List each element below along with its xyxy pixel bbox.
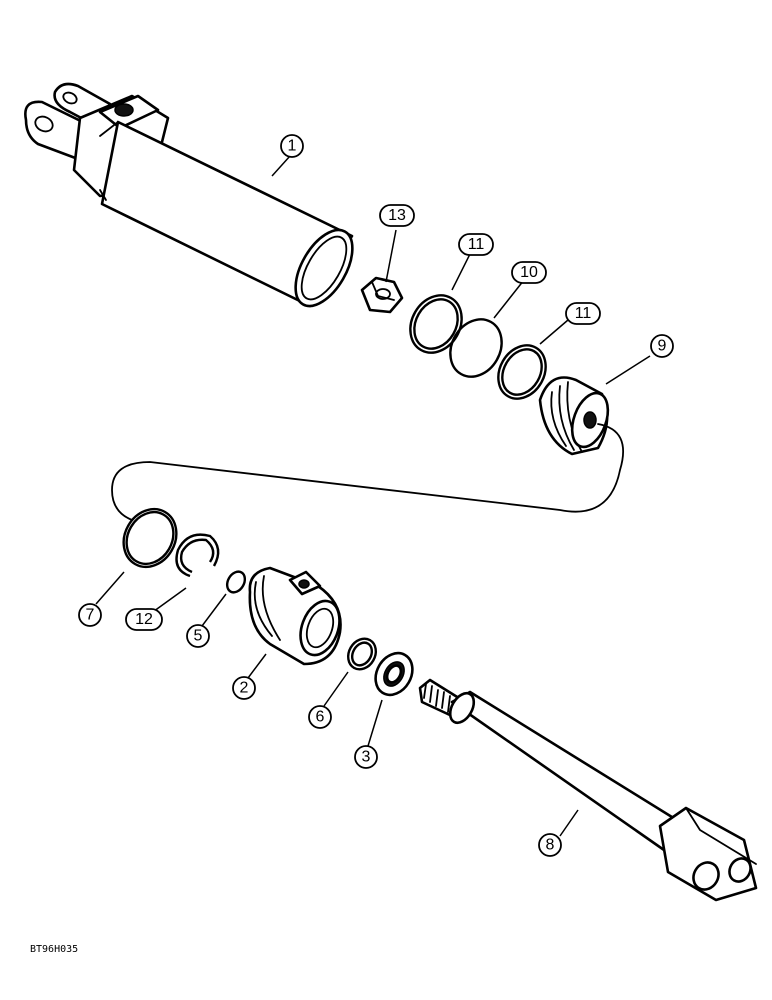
callout-7: 7 bbox=[78, 603, 102, 627]
callout-11-lower: 11 bbox=[565, 302, 601, 325]
callout-9: 9 bbox=[650, 334, 674, 358]
svg-text:8: 8 bbox=[546, 837, 555, 854]
assembly-path-line bbox=[111, 423, 624, 521]
svg-text:1: 1 bbox=[288, 138, 297, 155]
svg-text:2: 2 bbox=[240, 680, 249, 697]
gland-head bbox=[248, 566, 342, 666]
backup-ring-upper bbox=[409, 294, 463, 354]
piston-rod bbox=[418, 678, 758, 902]
backup-ring-lower bbox=[497, 344, 547, 400]
svg-text:10: 10 bbox=[520, 264, 538, 281]
cylinder-barrel bbox=[24, 82, 354, 308]
retaining-ring bbox=[122, 507, 178, 569]
piston bbox=[538, 376, 610, 456]
svg-text:6: 6 bbox=[316, 709, 325, 726]
svg-text:5: 5 bbox=[194, 628, 203, 645]
svg-text:11: 11 bbox=[575, 305, 592, 322]
rod-seal bbox=[374, 651, 414, 697]
leader-lines bbox=[95, 155, 651, 837]
callout-12: 12 bbox=[125, 608, 163, 631]
o-ring bbox=[449, 318, 503, 378]
callout-10: 10 bbox=[511, 261, 547, 284]
svg-text:11: 11 bbox=[468, 236, 485, 253]
callout-11-upper: 11 bbox=[458, 233, 494, 256]
svg-text:7: 7 bbox=[86, 607, 95, 624]
svg-text:9: 9 bbox=[658, 338, 667, 355]
svg-text:12: 12 bbox=[135, 611, 153, 628]
callout-3: 3 bbox=[354, 745, 378, 769]
wiper-ring bbox=[346, 637, 378, 671]
callout-5: 5 bbox=[186, 624, 210, 648]
callout-2: 2 bbox=[232, 676, 256, 700]
split-ring bbox=[175, 533, 220, 578]
callout-1: 1 bbox=[280, 134, 304, 158]
callout-6: 6 bbox=[308, 705, 332, 729]
small-o-ring bbox=[225, 570, 247, 594]
callout-8: 8 bbox=[538, 833, 562, 857]
lock-nut bbox=[360, 276, 404, 314]
svg-text:13: 13 bbox=[388, 207, 406, 224]
figure-code: BT96H035 bbox=[30, 944, 78, 955]
svg-text:3: 3 bbox=[362, 749, 371, 766]
callout-13: 13 bbox=[379, 204, 415, 227]
